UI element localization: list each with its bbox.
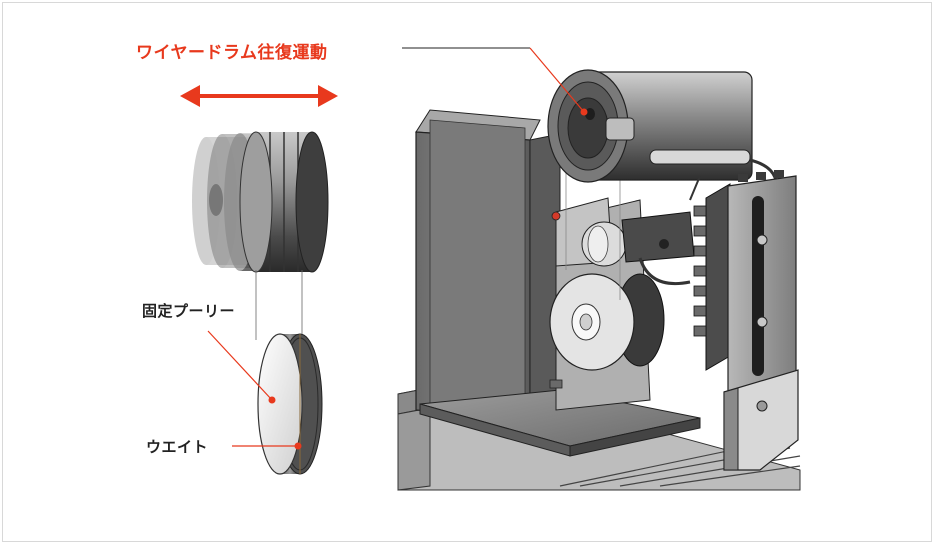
weight-label: ウエイト (146, 438, 209, 456)
gear-rack-column (693, 170, 797, 397)
fixed-pulley-disc (257, 333, 323, 475)
wire-drum-motor (547, 69, 779, 211)
fixed-pulley-label: 固定プーリー (142, 302, 236, 320)
angle-bracket (723, 369, 799, 471)
double-headed-arrow-icon (180, 85, 338, 107)
roller-block (551, 197, 627, 267)
leader-fixed-pulley (207, 330, 276, 404)
wire-drum-exploded (192, 131, 329, 273)
large-pulley-wheel (549, 273, 665, 371)
leader-wire-drum (402, 47, 588, 116)
wire-drum-label: ワイヤードラム往復運動 (136, 43, 328, 63)
leader-weight (232, 442, 302, 450)
machine-tower (415, 109, 701, 457)
